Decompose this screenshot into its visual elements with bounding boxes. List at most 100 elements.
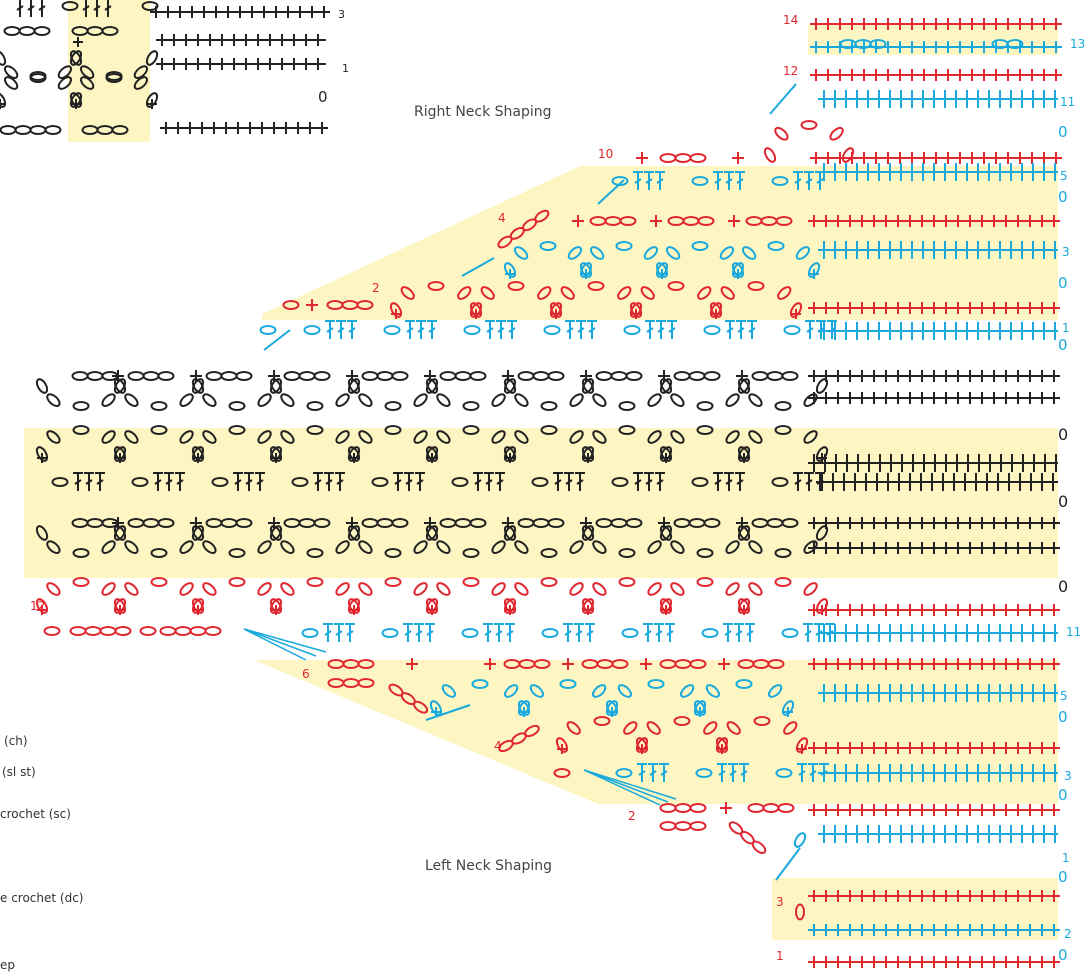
single-crochet-cross-icon (988, 956, 1000, 968)
single-crochet-cross-icon (952, 370, 964, 382)
double-crochet-t-icon (483, 624, 493, 642)
single-crochet-cross-icon (892, 370, 904, 382)
chain-oval-icon (597, 372, 612, 380)
single-crochet-cross-icon (168, 58, 180, 70)
single-crochet-cross-icon (240, 34, 252, 46)
chain-oval-icon (464, 402, 479, 410)
row-number-label: 1 (342, 62, 349, 75)
chain-oval-icon (591, 581, 607, 597)
single-crochet-cross-icon (232, 122, 244, 134)
double-crochet-t-icon (496, 321, 506, 339)
single-crochet-cross-icon (1000, 392, 1012, 404)
double-crochet-t-icon (654, 624, 664, 642)
single-crochet-cross-icon (808, 956, 820, 968)
left-neck-caption: Left Neck Shaping (425, 858, 552, 874)
chain-oval-icon (123, 581, 139, 597)
single-crochet-cross-icon (304, 122, 316, 134)
row-number-label: 12 (783, 64, 798, 78)
single-crochet-cross-icon (240, 58, 252, 70)
single-crochet-cross-icon (220, 122, 232, 134)
single-crochet-cross-icon (1012, 392, 1024, 404)
chain-oval-icon (201, 581, 217, 597)
row-number-label: 4 (494, 739, 502, 753)
single-crochet-cross-icon (636, 152, 648, 164)
single-crochet-cross-icon (990, 152, 1002, 164)
single-crochet-cross-icon (292, 122, 304, 134)
single-crochet-cross-icon (976, 956, 988, 968)
row-number-label: 0 (1058, 708, 1068, 726)
chain-oval-icon (676, 154, 691, 162)
body-highlight (24, 428, 1058, 578)
chain-oval-icon (698, 402, 713, 410)
single-crochet-cross-icon (276, 34, 288, 46)
single-crochet-cross-icon (1014, 69, 1026, 81)
chain-oval-icon (100, 392, 116, 408)
single-crochet-cross-icon (1026, 152, 1038, 164)
single-crochet-cross-icon (964, 370, 976, 382)
chain-oval-icon (464, 578, 479, 586)
double-crochet-t-icon (736, 321, 746, 339)
single-crochet-cross-icon (868, 956, 880, 968)
single-crochet-cross-icon (904, 804, 916, 816)
single-crochet-cross-icon (880, 370, 892, 382)
chain-oval-icon (764, 804, 779, 812)
chain-oval-icon (334, 392, 350, 408)
chain-oval-icon (123, 392, 139, 408)
single-crochet-cross-icon (870, 69, 882, 81)
single-crochet-cross-icon (832, 370, 844, 382)
double-crochet-t-icon (494, 624, 504, 642)
chain-oval-icon (386, 578, 401, 586)
single-crochet-cross-icon (810, 152, 822, 164)
chain-oval-icon (763, 147, 777, 164)
single-crochet-cross-icon (856, 804, 868, 816)
row-number-label: 14 (783, 13, 798, 27)
single-crochet-cross-icon (916, 804, 928, 816)
row-number-label: 0 (1058, 188, 1068, 206)
single-crochet-cross-icon (180, 58, 192, 70)
chain-oval-icon (691, 822, 706, 830)
chain-oval-icon (691, 154, 706, 162)
single-crochet-cross-icon (808, 370, 820, 382)
single-crochet-cross-icon (204, 58, 216, 70)
chain-oval-icon (386, 402, 401, 410)
chain-oval-icon (646, 392, 662, 408)
single-crochet-cross-icon (940, 604, 952, 616)
single-crochet-cross-icon (288, 34, 300, 46)
single-crochet-cross-icon (882, 152, 894, 164)
legend-single-crochet: crochet (sc) (0, 807, 71, 821)
chain-oval-icon (783, 629, 798, 637)
slip-stitch-line (244, 629, 316, 656)
row-number-label: 6 (302, 667, 310, 681)
chain-oval-icon (305, 326, 320, 334)
single-crochet-cross-icon (252, 34, 264, 46)
single-crochet-cross-icon (964, 804, 976, 816)
double-crochet-t-icon (485, 321, 495, 339)
chain-oval-icon (35, 27, 50, 35)
single-crochet-cross-icon (808, 804, 820, 816)
chain-oval-icon (490, 392, 506, 408)
chain-oval-icon (261, 326, 276, 334)
single-crochet-cross-icon (856, 604, 868, 616)
chain-oval-icon (308, 578, 323, 586)
single-crochet-cross-icon (964, 956, 976, 968)
chain-oval-icon (612, 372, 627, 380)
single-crochet-cross-icon (858, 152, 870, 164)
row-number-label: 0 (1058, 274, 1068, 292)
chain-oval-icon (620, 402, 635, 410)
chain-oval-icon (802, 121, 817, 129)
single-crochet-cross-icon (916, 370, 928, 382)
single-crochet-cross-icon (246, 6, 258, 18)
chain-oval-icon (303, 629, 318, 637)
legend-slip-stitch: (sl st) (2, 765, 36, 779)
row-number-label: 5 (1060, 169, 1068, 183)
row-number-label: 3 (776, 895, 784, 909)
double-crochet-t-icon (665, 624, 675, 642)
chain-oval-icon (463, 629, 478, 637)
chain-oval-icon (793, 832, 807, 849)
row-number-label: 0 (1058, 492, 1068, 511)
single-crochet-cross-icon (930, 69, 942, 81)
chain-oval-icon (230, 578, 245, 586)
row-number-label: 11 (1066, 625, 1081, 639)
single-crochet-cross-icon (894, 69, 906, 81)
single-crochet-cross-icon (928, 604, 940, 616)
